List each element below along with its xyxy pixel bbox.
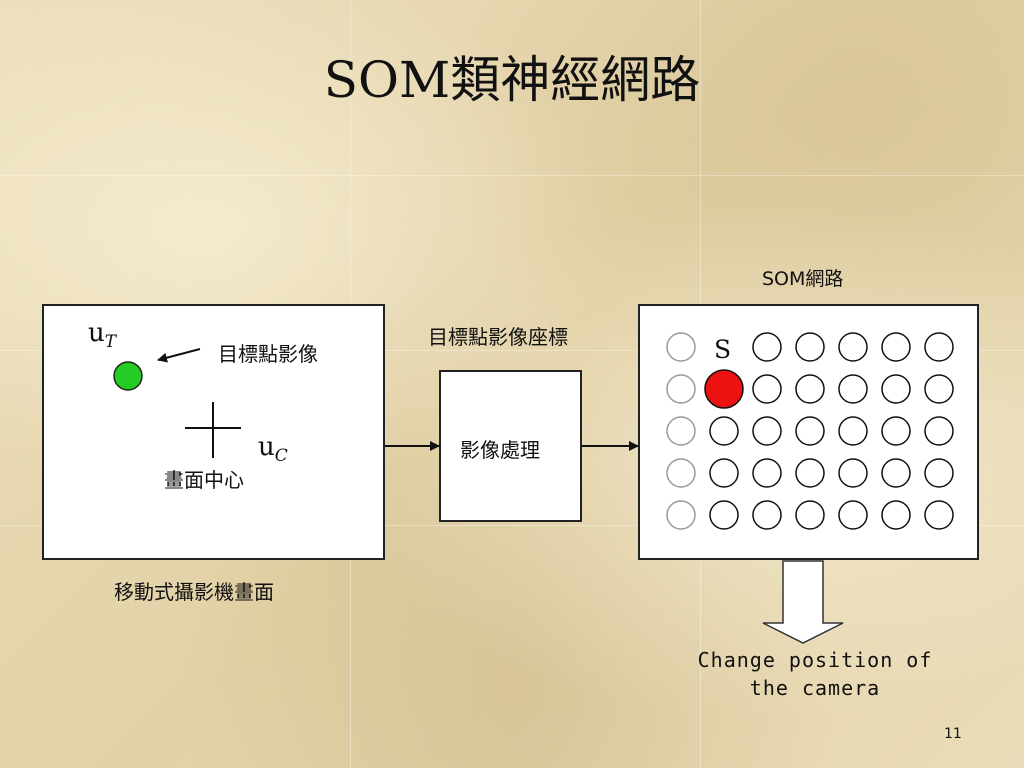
som-neuron: [752, 374, 782, 404]
som-neuron: [838, 374, 868, 404]
som-neuron: [838, 332, 868, 362]
target-label-pointer-arrow: [157, 348, 201, 363]
som-network-caption: SOM網路: [762, 268, 844, 290]
som-neuron: [666, 500, 696, 530]
som-neuron: [709, 416, 739, 446]
target-point-dot: [113, 361, 143, 391]
som-neuron: [924, 458, 954, 488]
image-processing-label: 影像處理: [460, 438, 540, 462]
som-winner-label: S: [714, 335, 732, 364]
target-point-symbol: uT: [88, 318, 116, 352]
som-neuron: [795, 332, 825, 362]
som-neuron: [838, 416, 868, 446]
som-neuron: [795, 416, 825, 446]
slide-title: SOM類神經網路: [323, 51, 701, 109]
som-neuron: [924, 374, 954, 404]
som-neuron: [709, 458, 739, 488]
image-center-label: 畫面中心: [164, 468, 244, 492]
som-neuron: [881, 500, 911, 530]
output-action-line1: Change position of: [697, 648, 933, 672]
som-neuron-grid: [666, 332, 954, 530]
som-neuron: [795, 500, 825, 530]
som-neuron: [666, 458, 696, 488]
som-neuron: [924, 416, 954, 446]
center-point-symbol: uC: [258, 432, 288, 466]
output-block-arrow: [762, 560, 844, 644]
som-neuron: [924, 332, 954, 362]
som-neuron: [752, 500, 782, 530]
output-action-line2: the camera: [749, 676, 881, 700]
image-processing-box: [439, 370, 582, 522]
som-neuron: [752, 416, 782, 446]
target-point-label: 目標點影像: [218, 342, 318, 366]
som-neuron: [752, 458, 782, 488]
som-neuron: [838, 500, 868, 530]
som-neuron: [881, 416, 911, 446]
som-neuron: [881, 374, 911, 404]
som-neuron: [666, 374, 696, 404]
som-neuron: [838, 458, 868, 488]
som-winner-neuron: [704, 369, 744, 409]
som-neuron: [752, 332, 782, 362]
som-neuron: [795, 458, 825, 488]
som-neuron: [666, 332, 696, 362]
target-symbol-subscript: T: [104, 332, 117, 353]
page-number: 11: [944, 726, 962, 742]
center-symbol-subscript: C: [274, 446, 288, 467]
som-neuron: [709, 500, 739, 530]
som-neuron: [924, 500, 954, 530]
center-symbol-base: u: [258, 432, 275, 462]
target-symbol-base: u: [88, 318, 105, 348]
som-neuron: [795, 374, 825, 404]
som-neuron: [881, 458, 911, 488]
som-neuron: [666, 416, 696, 446]
som-neuron: [881, 332, 911, 362]
target-coordinate-label: 目標點影像座標: [428, 325, 568, 349]
camera-view-caption: 移動式攝影機畫面: [114, 580, 274, 604]
image-center-crosshair: [185, 402, 241, 458]
